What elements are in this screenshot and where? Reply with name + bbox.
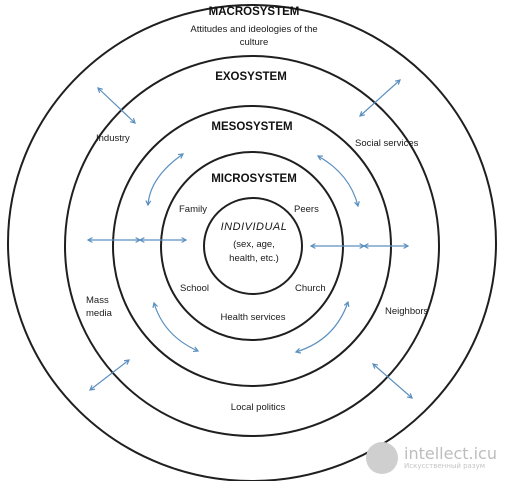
macrosystem-subtitle-line1: Attitudes and ideologies of the	[190, 24, 318, 35]
label-social-services: Social services	[355, 138, 419, 149]
arrow-right-outer	[362, 243, 410, 249]
label-neighbors: Neighbors	[385, 306, 429, 317]
arrow-meso-bottom-right	[294, 300, 350, 354]
macrosystem-title: MACROSYSTEM	[208, 6, 300, 18]
macrosystem-subtitle-line2: culture	[239, 37, 269, 48]
individual-line1: (sex, age,	[233, 239, 275, 250]
label-mass-line2: media	[86, 308, 112, 319]
individual-title: INDIVIDUAL	[220, 221, 288, 233]
label-health-services: Health services	[220, 312, 286, 323]
watermark-subtitle: Искусственный разум	[404, 462, 485, 470]
arrow-group	[86, 79, 413, 399]
watermark-name: intellect.icu	[404, 444, 497, 463]
arrow-top-left	[97, 87, 136, 124]
arrow-right-inner	[309, 243, 366, 249]
individual-line2: health, etc.)	[229, 253, 279, 264]
label-industry: Industry	[96, 133, 130, 144]
label-family: Family	[179, 204, 207, 215]
label-church: Church	[295, 283, 326, 294]
label-peers: Peers	[294, 204, 319, 215]
arrow-meso-bottom-left	[152, 301, 200, 353]
mesosystem-title: MESOSYSTEM	[211, 121, 293, 133]
label-mass-line1: Mass	[86, 295, 109, 306]
exosystem-ring	[64, 55, 440, 437]
arrow-meso-top-left	[145, 153, 185, 207]
arrow-top-right	[359, 79, 401, 117]
arrow-left-inner	[138, 237, 188, 243]
microsystem-title: MICROSYSTEM	[211, 173, 297, 185]
watermark: intellect.icu Искусственный разум	[366, 440, 501, 476]
individual-ring	[203, 197, 303, 295]
watermark-logo-icon	[366, 442, 398, 474]
arrow-bottom-right	[372, 363, 413, 399]
arrow-bottom-left	[89, 359, 130, 391]
exosystem-title: EXOSYSTEM	[215, 71, 287, 83]
arrow-meso-top-right	[316, 155, 360, 208]
label-local-politics: Local politics	[230, 402, 286, 413]
label-school: School	[180, 283, 210, 294]
